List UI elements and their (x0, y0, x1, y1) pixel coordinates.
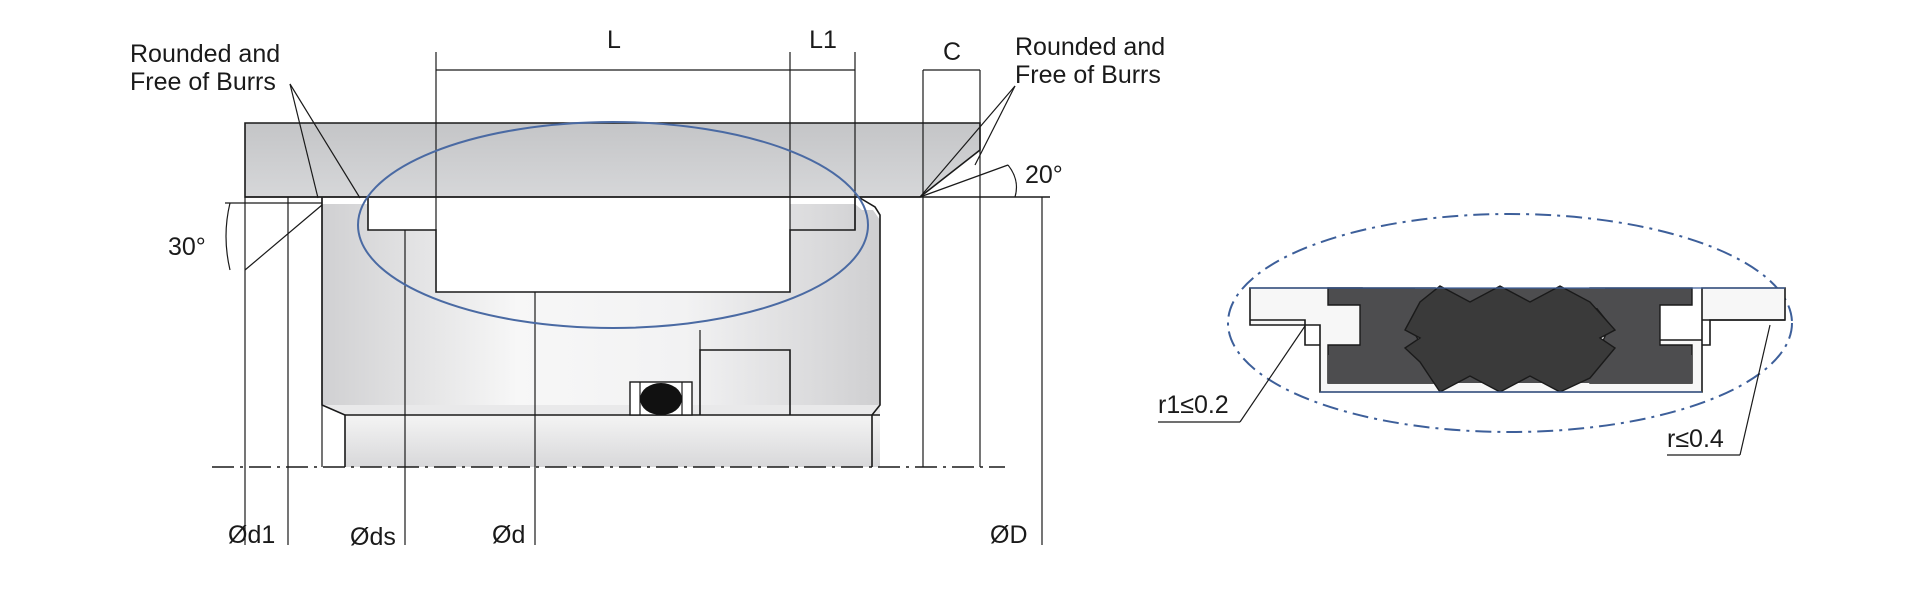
leader-r (1739, 324, 1771, 456)
rod-lower (322, 405, 880, 415)
label-angle-20: 20° (1025, 161, 1063, 189)
label-burrs-right-1: Rounded and (1015, 33, 1165, 61)
chamfer-30-line (244, 204, 323, 271)
label-dim-C: C (943, 38, 961, 66)
rod-outline-right (859, 197, 881, 467)
label-burrs-right-2: Free of Burrs (1015, 61, 1161, 89)
groove-cavity (436, 198, 790, 292)
housing-body (244, 122, 981, 198)
leader-left-1 (289, 83, 319, 199)
label-radius-r: r≤0.4 (1667, 425, 1724, 453)
seal-groove (368, 204, 436, 230)
detail-view: r1≤0.2 r≤0.4 (1158, 213, 1793, 456)
label-angle-30: 30° (168, 233, 206, 261)
angle-20-arc (1007, 164, 1018, 198)
label-dia-d1: Ød1 (228, 521, 275, 549)
label-burrs-left-2: Free of Burrs (130, 68, 276, 96)
leader-r1 (1239, 325, 1306, 423)
groove-outline (367, 198, 856, 293)
detail-right-shoulder (1702, 319, 1785, 346)
angle-30-arc (225, 202, 231, 271)
backup-step (699, 349, 791, 415)
leader-right-2 (919, 85, 1016, 198)
leader-left-2 (289, 83, 361, 199)
leader-right-1 (974, 85, 1016, 166)
o-ring (629, 381, 693, 416)
label-dim-L: L (607, 26, 621, 54)
label-radius-r1: r1≤0.2 (1158, 391, 1229, 419)
detail-ellipse (357, 121, 869, 329)
label-dia-d: Ød (492, 521, 525, 549)
rod-body (322, 204, 880, 415)
detail-left-shoulder (1250, 319, 1320, 346)
label-dim-L1: L1 (809, 26, 837, 54)
detail-view-ellipse (1227, 213, 1793, 433)
rod-shaft (345, 415, 880, 467)
label-dia-ds: Øds (350, 523, 396, 551)
seal-energizer (1403, 285, 1617, 393)
main-section-view: Rounded and Free of Burrs Rounded and Fr… (130, 26, 1165, 551)
label-burrs-left-1: Rounded and (130, 40, 280, 68)
chamfer-20-line (919, 164, 1009, 198)
label-dia-D: ØD (990, 521, 1028, 549)
